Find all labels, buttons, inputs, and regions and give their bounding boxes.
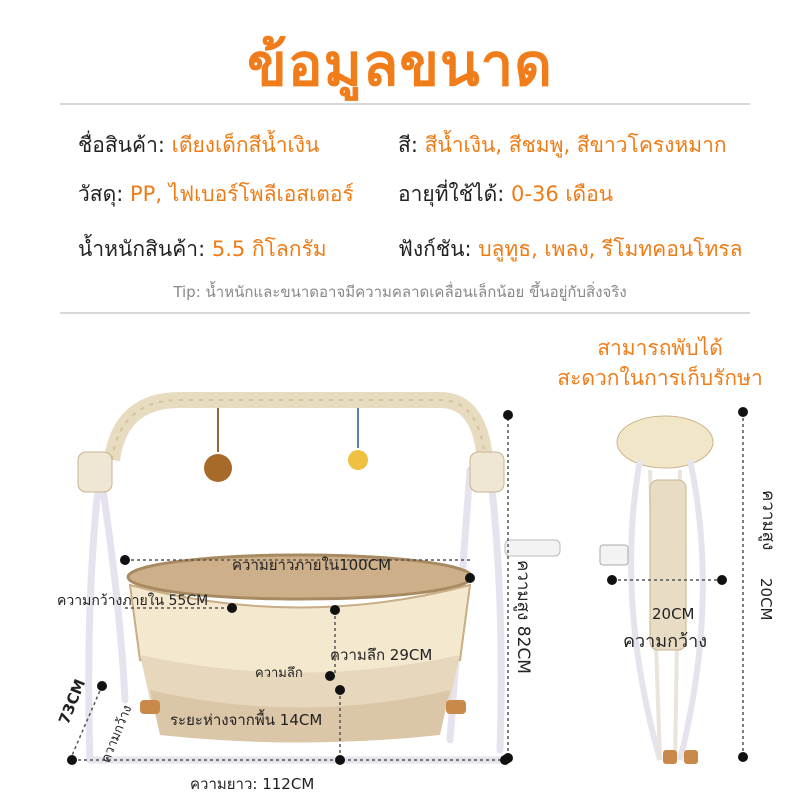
folded-height-word-label: ความสูง bbox=[758, 490, 778, 551]
spec-material-value: PP, ไฟเบอร์โพลีเอสเตอร์ bbox=[130, 182, 354, 206]
crib-skirt bbox=[150, 690, 450, 743]
spec-weight: น้ำหนักสินค้า: 5.5 กิโลกรัม bbox=[78, 233, 327, 266]
fold-line-2: สะดวกในการเก็บรักษา bbox=[557, 366, 763, 390]
spec-name-label: ชื่อสินค้า: bbox=[78, 133, 165, 157]
spec-color-label: สี: bbox=[398, 133, 418, 157]
spec-function: ฟังก์ชัน: บลูทูธ, เพลง, รีโมทคอนโทรล bbox=[398, 233, 742, 266]
spec-function-label: ฟังก์ชัน: bbox=[398, 237, 472, 261]
spec-function-value: บลูทูธ, เพลง, รีโมทคอนโทรล bbox=[478, 237, 743, 261]
spec-weight-value: 5.5 กิโลกรัม bbox=[211, 237, 327, 261]
page-title: ข้อมูลขนาด bbox=[247, 31, 553, 99]
height-label: ความสูง 82CM bbox=[513, 560, 533, 674]
spec-name-value: เตียงเด็กสีน้ำเงิน bbox=[171, 133, 320, 157]
folded-height-number-label: 20CM bbox=[757, 578, 775, 621]
control-box-right bbox=[469, 451, 505, 493]
spec-age: อายุที่ใช้ได้: 0-36 เดือน bbox=[398, 178, 613, 211]
folded-crib bbox=[599, 415, 714, 764]
folded-width-word-label: ความกว้าง bbox=[623, 631, 708, 652]
control-box-left bbox=[77, 451, 113, 493]
hanging-toy-bird bbox=[204, 454, 232, 482]
crib-arch bbox=[104, 392, 493, 462]
spec-color-value: สีน้ำเงิน, สีชมพู, สีขาวโครงหมาก bbox=[424, 133, 727, 157]
depth-label: ความลึก 29CM bbox=[330, 646, 433, 664]
fold-line-1: สามารถพับได้ bbox=[597, 336, 723, 360]
side-tray bbox=[504, 539, 561, 557]
inner-width-label: ความกว้างภายใน 55CM bbox=[57, 593, 209, 609]
spec-color: สี: สีน้ำเงิน, สีชมพู, สีขาวโครงหมาก bbox=[398, 129, 727, 162]
spec-weight-label: น้ำหนักสินค้า: bbox=[78, 237, 206, 261]
dimension-lines bbox=[69, 412, 744, 761]
spec-name: ชื่อสินค้า: เตียงเด็กสีน้ำเงิน bbox=[78, 129, 319, 162]
spec-age-value: 0-36 เดือน bbox=[511, 182, 614, 206]
tip-note: Tip: น้ำหนักและขนาดอาจมีความคลาดเคลื่อนเ… bbox=[173, 283, 627, 301]
inner-length-label: ความยาวภายใน100CM bbox=[232, 556, 392, 574]
hanging-toy-star bbox=[348, 450, 368, 470]
divider-bottom bbox=[60, 312, 750, 314]
ground-clearance-label: ระยะห่างจากพื้น 14CM bbox=[170, 711, 323, 729]
spec-material: วัสดุ: PP, ไฟเบอร์โพลีเอสเตอร์ bbox=[78, 178, 354, 211]
divider-top bbox=[60, 103, 750, 105]
folded-width-number-label: 20CM bbox=[652, 605, 695, 623]
length-label: ความยาว: 112CM bbox=[190, 775, 315, 793]
spec-age-label: อายุที่ใช้ได้: bbox=[398, 182, 505, 206]
dimension-dots bbox=[67, 407, 748, 765]
depth-short-label: ความลึก bbox=[255, 666, 303, 681]
spec-material-label: วัสดุ: bbox=[78, 182, 124, 206]
